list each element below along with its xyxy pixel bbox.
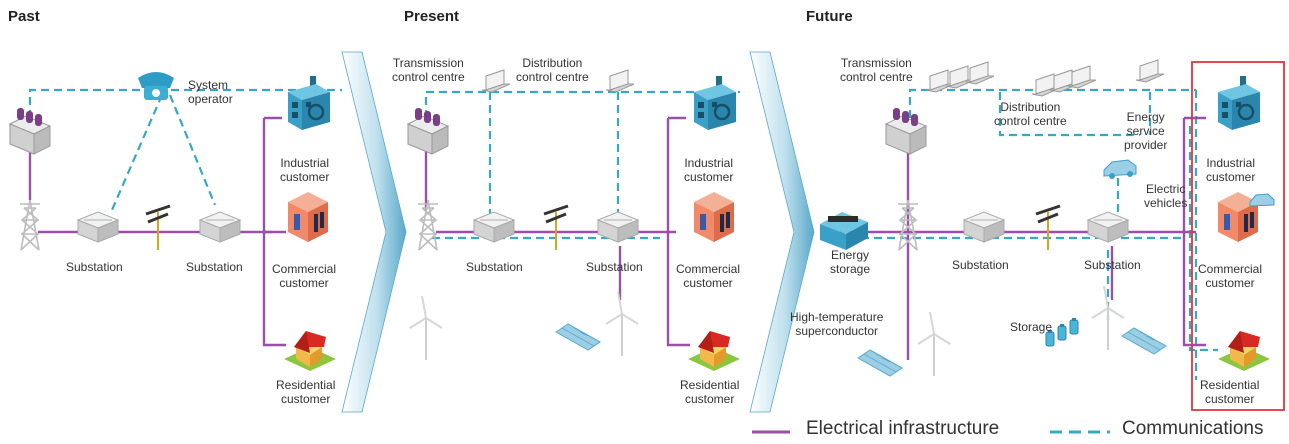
era-present-title: Present: [404, 8, 460, 25]
future-substation-1-label: Substation: [952, 258, 1009, 272]
future-factory-icon: [1216, 74, 1262, 132]
past-generator-icon: [9, 107, 51, 155]
present-pylon-icon: [417, 199, 439, 251]
future-substation-2-label: Substation: [1084, 258, 1141, 272]
present-substation-1-icon: [473, 211, 515, 243]
present-substation-1-label: Substation: [466, 260, 523, 274]
past-substation-1-label: Substation: [66, 260, 123, 274]
future-hts-panel-icon: [857, 349, 903, 377]
legend-electrical-label: Electrical infrastructure: [806, 418, 1000, 439]
present-generator-icon: [407, 107, 449, 155]
future-ev-car-icon: [1249, 193, 1275, 207]
present-substation-2-label: Substation: [586, 260, 643, 274]
electric-vehicle-icon: [1103, 159, 1137, 179]
future-storage-label: Storage: [1010, 320, 1053, 334]
energy-service-laptop-icon: [1135, 59, 1165, 83]
present-house-icon: [688, 331, 740, 371]
present-commercial-icon: [694, 192, 734, 242]
present-solar-panel-icon: [555, 323, 601, 351]
past-pylon-icon: [19, 199, 41, 251]
past-communications: [28, 88, 342, 211]
legend-communications-label: Communications: [1122, 418, 1264, 439]
past-substation-2-label: Substation: [186, 260, 243, 274]
future-electrical: [840, 116, 1206, 360]
phone-icon: [138, 72, 174, 100]
past-substation-2-icon: [199, 211, 241, 243]
past-house-icon: [284, 331, 336, 371]
present-future-chevron: [749, 51, 815, 413]
present-distribution-laptop-icon: [605, 69, 635, 93]
present-electrical: [424, 116, 690, 347]
present-turbine-2-icon: [605, 291, 639, 357]
past-factory-icon: [286, 74, 332, 132]
future-solar-panel-icon: [1121, 327, 1167, 355]
present-pole-icon: [542, 204, 570, 252]
present-transmission-laptop-icon: [481, 69, 511, 93]
future-pole-icon: [1034, 204, 1062, 252]
future-customers-highlight-box: [1191, 61, 1285, 411]
future-house-icon: [1218, 331, 1270, 371]
past-pole-icon: [144, 204, 172, 252]
energy-storage-icon: [820, 212, 868, 250]
era-past-title: Past: [8, 8, 40, 25]
future-turbine-icon: [917, 311, 951, 377]
past-commercial-icon: [288, 192, 328, 242]
past-substation-1-icon: [77, 211, 119, 243]
future-generator-icon: [885, 107, 927, 155]
present-turbine-icon: [409, 295, 443, 361]
era-future-title: Future: [806, 8, 853, 25]
past-present-chevron: [341, 51, 407, 413]
future-transmission-laptop-3-icon: [965, 61, 995, 85]
present-factory-icon: [692, 74, 738, 132]
future-distribution-laptop-3-icon: [1067, 65, 1097, 89]
